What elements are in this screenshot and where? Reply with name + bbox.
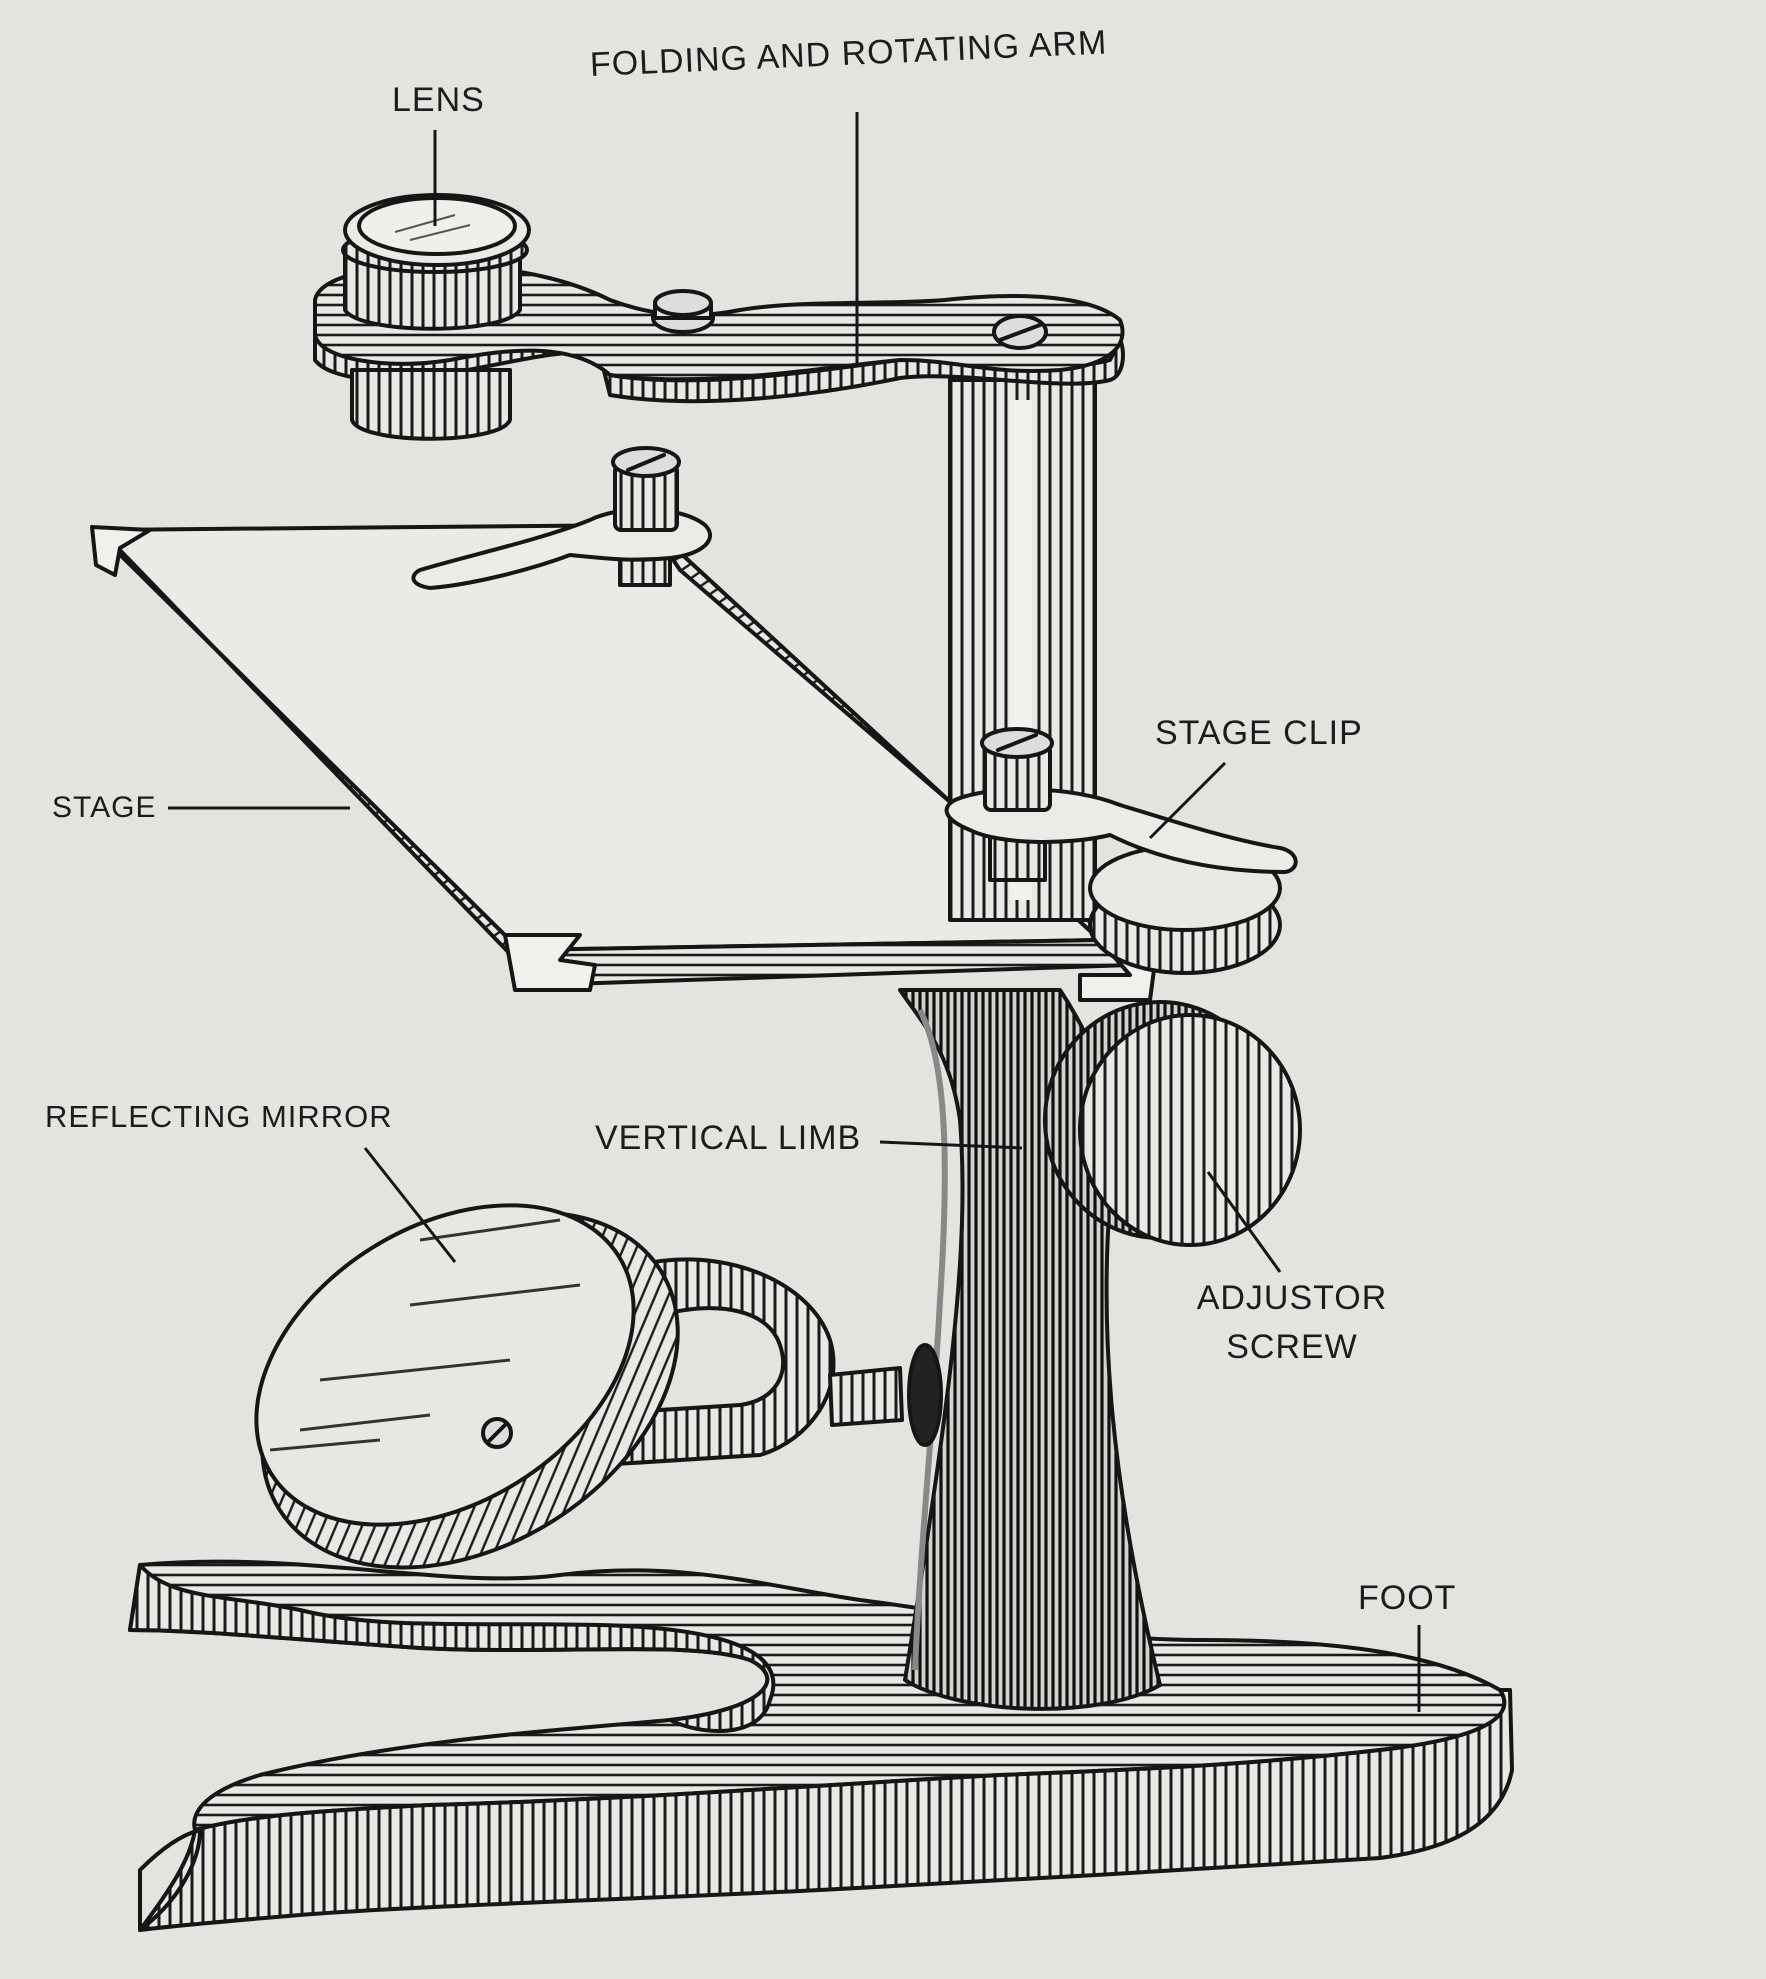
label-reflecting-mirror: REFLECTING MIRROR (45, 1099, 393, 1134)
label-stage-clip: STAGE CLIP (1155, 714, 1363, 752)
reflecting-mirror (254, 1203, 680, 1570)
leader-stage-clip (1148, 761, 1227, 840)
leader-adjustor (1206, 1171, 1282, 1273)
leader-lines (168, 112, 1421, 1712)
stage-clip-right (944, 727, 1298, 882)
label-adjustor-screw: ADJUSTOR SCREW (1182, 1278, 1402, 1368)
label-lens: LENS (392, 81, 485, 119)
label-stage: STAGE (52, 791, 157, 824)
label-vertical-limb: VERTICAL LIMB (595, 1119, 862, 1157)
label-adjustor-line1: ADJUSTOR (1196, 1279, 1388, 1317)
leader-limb (879, 1140, 1023, 1150)
stage-clip-left (411, 446, 713, 590)
label-adjustor-line2: SCREW (1226, 1327, 1358, 1366)
stage-plate (90, 523, 1157, 1002)
leader-mirror (363, 1147, 457, 1263)
lens (341, 193, 531, 441)
foot-base (128, 1559, 1514, 1932)
label-foot: FOOT (1358, 1579, 1457, 1617)
adjustor-screw-drawing (1043, 1000, 1302, 1247)
